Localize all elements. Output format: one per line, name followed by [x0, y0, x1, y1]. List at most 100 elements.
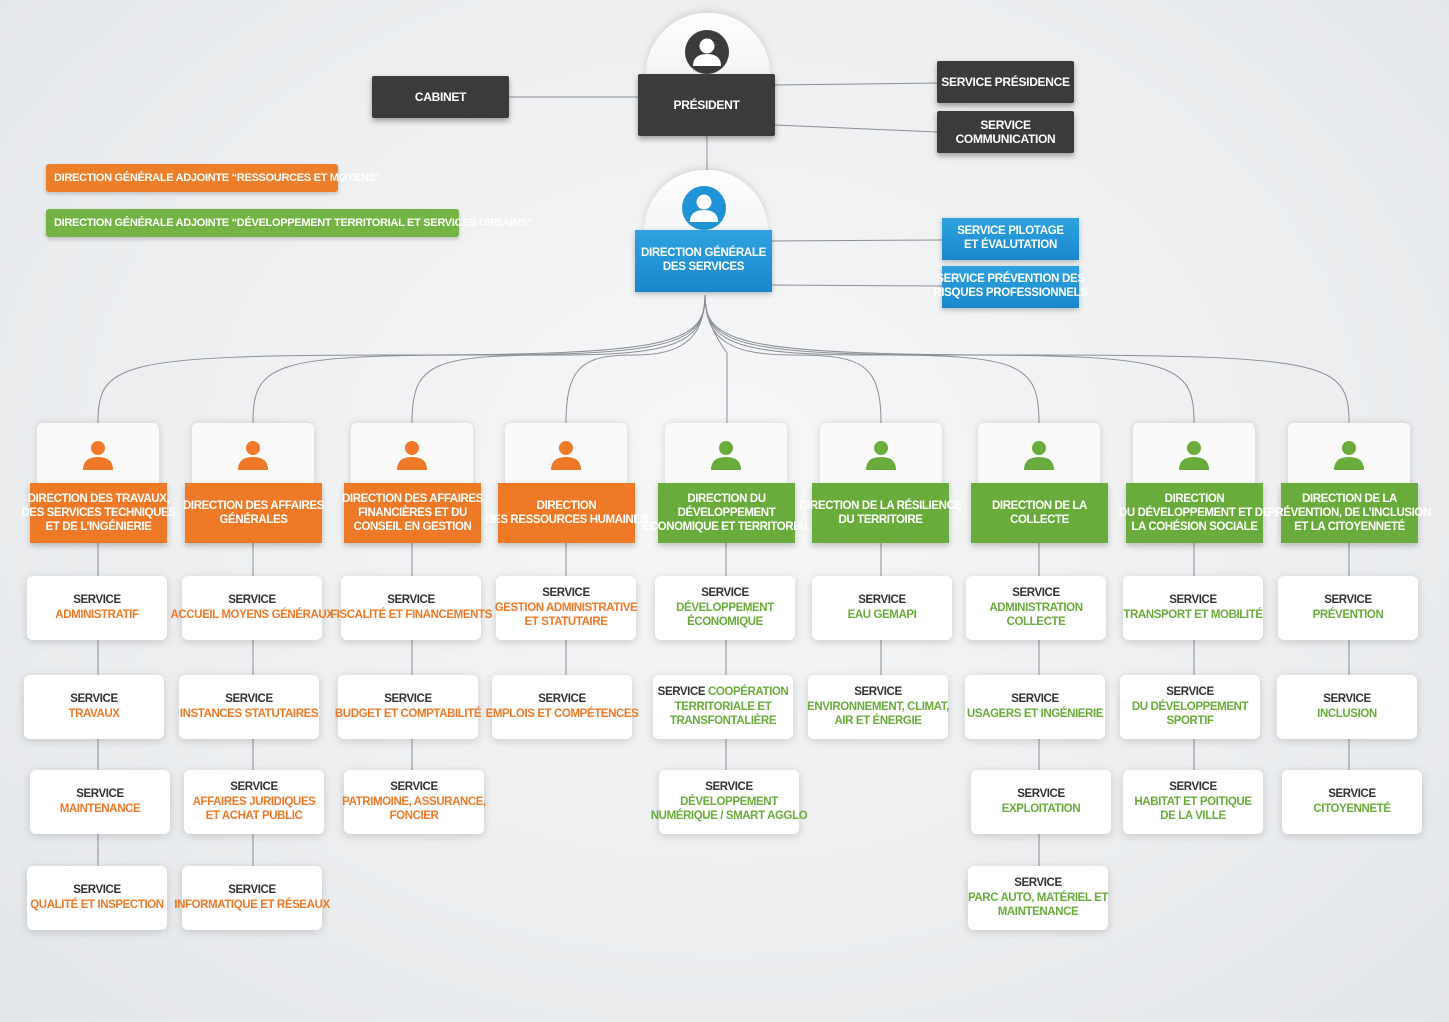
connector-line — [771, 284, 943, 287]
connector-line — [774, 124, 938, 133]
dgs-box: DIRECTION GÉNÉRALE DES SERVICES — [635, 230, 772, 292]
service-line: SERVICE COOPÉRATION — [658, 685, 789, 700]
president-label: PRÉSIDENT — [673, 97, 740, 112]
service-keyword: SERVICE — [1328, 788, 1376, 801]
direction-title-line: DIRECTION — [1164, 492, 1225, 505]
service-card: SERVICE PATRIMOINE, ASSURANCE, FONCIER — [342, 770, 486, 834]
cabinet-box: CABINET — [372, 76, 509, 118]
service-name-line: PRÉVENTION — [1312, 609, 1384, 621]
service-keyword: SERVICE — [542, 586, 590, 599]
service-name-line: TRAVAUX — [68, 708, 120, 720]
service-presidence-label: SERVICE PRÉSIDENCE — [941, 74, 1070, 89]
service-name-line: USAGERS ET INGÉNIERIE — [967, 708, 1104, 720]
service-name-line: ENVIRONNEMENT, CLIMAT, — [807, 700, 949, 713]
legend-ressources-moyens: DIRECTION GÉNÉRALE ADJOINTE “RESSOURCES … — [46, 164, 381, 192]
service-name-line: CITOYENNETÉ — [1313, 803, 1391, 815]
service-name-line: GESTION ADMINISTRATIVE — [494, 601, 638, 614]
service-name-line: PATRIMOINE, ASSURANCE, — [342, 795, 486, 808]
service-keyword: SERVICE — [228, 884, 276, 897]
dgs-title-line: DIRECTION GÉNÉRALE — [641, 247, 766, 260]
service-name-line: PARC AUTO, MATÉRIEL ET — [967, 891, 1109, 904]
dgs-title-line: DES SERVICES — [662, 261, 745, 273]
connector-line — [704, 294, 728, 423]
service-keyword: SERVICE — [390, 780, 438, 793]
service-card: SERVICE USAGERS ET INGÉNIERIE — [965, 675, 1105, 739]
connector-line — [565, 294, 706, 424]
direction-title-line: DU TERRITOIRE — [838, 514, 923, 526]
service-prevention-risques-box: SERVICE PRÉVENTION DES RISQUES PROFESSIO… — [933, 266, 1088, 308]
service-name-line: INSTANCES STATUTAIRES — [179, 708, 319, 720]
direction-title-line: DÉVELOPPEMENT — [677, 506, 776, 519]
direction-title-line: DIRECTION DE LA — [992, 499, 1087, 512]
legend-developpement-territorial: DIRECTION GÉNÉRALE ADJOINTE “DÉVELOPPEME… — [46, 209, 533, 237]
president-box: PRÉSIDENT — [638, 74, 775, 136]
service-name-line: EXPLOITATION — [1001, 803, 1081, 815]
service-keyword: SERVICE — [387, 594, 435, 607]
direction-title-line: DU DÉVELOPPEMENT ET DE — [1119, 506, 1270, 519]
service-name-line: QUALITÉ ET INSPECTION — [30, 899, 164, 911]
person-icon — [83, 441, 113, 470]
service-name-line: SPORTIF — [1166, 715, 1214, 728]
service-name-line: FONCIER — [389, 810, 439, 823]
service-keyword: SERVICE — [1011, 693, 1059, 706]
service-name-line: ET ACHAT PUBLIC — [205, 810, 303, 823]
service-name-line: DÉVELOPPEMENT — [676, 601, 774, 614]
service-name-line: DE LA VILLE — [1160, 810, 1226, 823]
connector-line — [771, 239, 943, 242]
direction-title-line: DIRECTION — [536, 499, 597, 512]
service-name-line: COOPÉRATION — [707, 685, 789, 698]
direction-title-line: DIRECTION DU — [687, 492, 766, 505]
person-icon — [551, 441, 581, 470]
service-pilotage-line: SERVICE PILOTAGE — [957, 225, 1064, 238]
person-icon — [1024, 441, 1054, 470]
direction-box: DIRECTION DES TRAVAUX,DES SERVICES TECHN… — [21, 483, 176, 543]
service-keyword: SERVICE — [1323, 693, 1371, 706]
direction-title-line: ET DE L’INGÉNIERIE — [45, 521, 152, 533]
connector-line — [252, 294, 706, 424]
service-name-line: ÉCONOMIQUE — [687, 616, 763, 629]
service-keyword: SERVICE — [228, 594, 276, 607]
connector-line — [774, 82, 938, 86]
direction-title-line: COLLECTE — [1010, 514, 1069, 526]
service-name-line: AFFAIRES JURIDIQUES — [192, 795, 316, 808]
org-chart: PRÉSIDENT CABINET SERVICE PRÉSIDENCE SER… — [4, 3, 1443, 1016]
service-keyword: SERVICE — [1169, 594, 1217, 607]
direction-title-line: DIRECTION DE LA — [1302, 492, 1397, 505]
person-icon — [238, 441, 268, 470]
service-keyword: SERVICE — [1017, 788, 1065, 801]
legend-ressources-label: DIRECTION GÉNÉRALE ADJOINTE “RESSOURCES … — [54, 172, 381, 184]
service-name-line: COLLECTE — [1006, 616, 1066, 629]
service-keyword: SERVICE — [73, 594, 121, 607]
service-prevention-line: RISQUES PROFESSIONNELS — [933, 287, 1088, 299]
service-name-line: INCLUSION — [1317, 708, 1377, 720]
service-card: SERVICE CITOYENNETÉ — [1282, 770, 1422, 834]
direction-box: DIRECTION DE LA COLLECTE — [971, 483, 1108, 543]
legend-developpement-label: DIRECTION GÉNÉRALE ADJOINTE “DÉVELOPPEME… — [54, 217, 533, 229]
person-icon — [866, 441, 896, 470]
service-presidence-box: SERVICE PRÉSIDENCE — [937, 61, 1074, 103]
service-name-line: HABITAT ET POITIQUE — [1134, 795, 1252, 808]
service-card: SERVICE INCLUSION — [1277, 675, 1417, 739]
service-name-line: TRANSFONTALIÈRE — [669, 715, 777, 728]
service-card: SERVICE EXPLOITATION — [971, 770, 1111, 834]
connector-line — [704, 294, 1040, 424]
direction-title-line: ÉCONOMIQUE ET TERRITORIAL — [642, 521, 811, 533]
person-icon — [711, 441, 741, 470]
